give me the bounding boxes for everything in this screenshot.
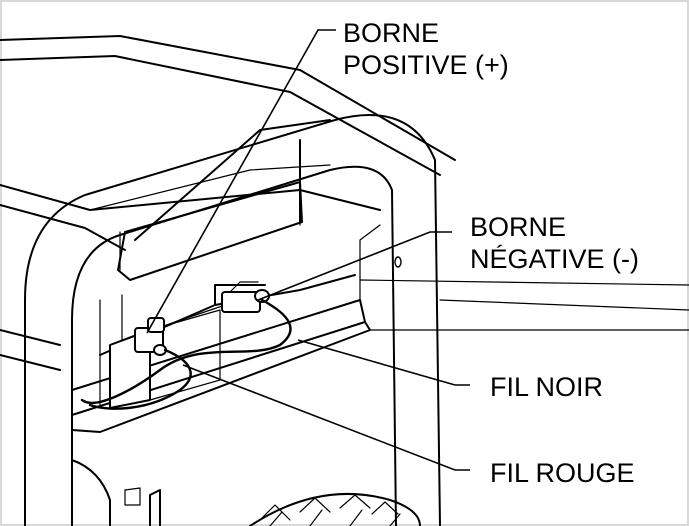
label-positive-line2: POSITIVE (+) <box>343 49 509 80</box>
label-red-wire: FIL ROUGE <box>490 458 635 488</box>
mount-hole <box>394 256 402 268</box>
battery-tray <box>71 224 689 433</box>
label-negative-line1: BORNE <box>470 212 567 242</box>
label-negative-terminal: BORNE NÉGATIVE (-) <box>470 212 639 276</box>
leader-black-wire <box>297 339 470 386</box>
positive-terminal <box>134 317 167 356</box>
wires <box>80 298 292 410</box>
leader-red-wire <box>182 364 470 471</box>
leader-lines <box>146 29 470 471</box>
engine-and-wheel <box>71 459 421 526</box>
black-wire <box>80 298 292 405</box>
label-negative-line2: NÉGATIVE (-) <box>470 243 640 274</box>
negative-terminal <box>221 281 270 313</box>
red-wire <box>88 348 192 410</box>
label-positive-line1: BORNE <box>343 18 440 48</box>
leader-positive <box>146 29 336 334</box>
leader-negative <box>257 231 452 301</box>
frame-handle <box>24 114 441 526</box>
label-black-wire: FIL NOIR <box>490 372 604 402</box>
label-positive-terminal: BORNE POSITIVE (+) <box>343 18 509 82</box>
